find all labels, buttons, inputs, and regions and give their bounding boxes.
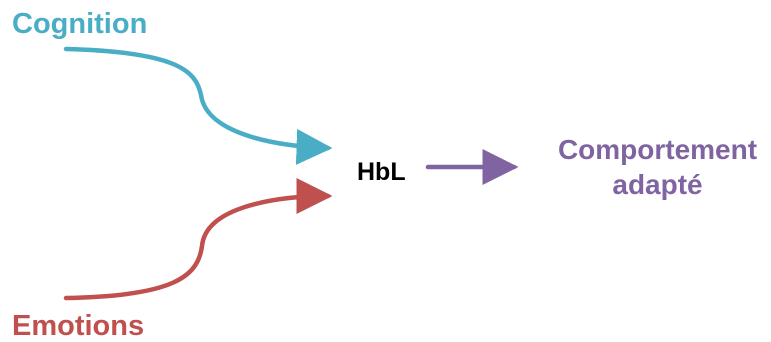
outcome-label: Comportement adapté [540,132,771,202]
hbl-label: HbL [357,158,406,186]
outcome-label-line1: Comportement [557,134,758,165]
emotions-label: Emotions [12,310,145,342]
emotions-to-hbl-arrow [63,178,333,301]
cognition-to-hbl-arrow [63,46,333,165]
outcome-label-line2: adapté [612,169,703,200]
cognition-label: Cognition [12,8,148,40]
